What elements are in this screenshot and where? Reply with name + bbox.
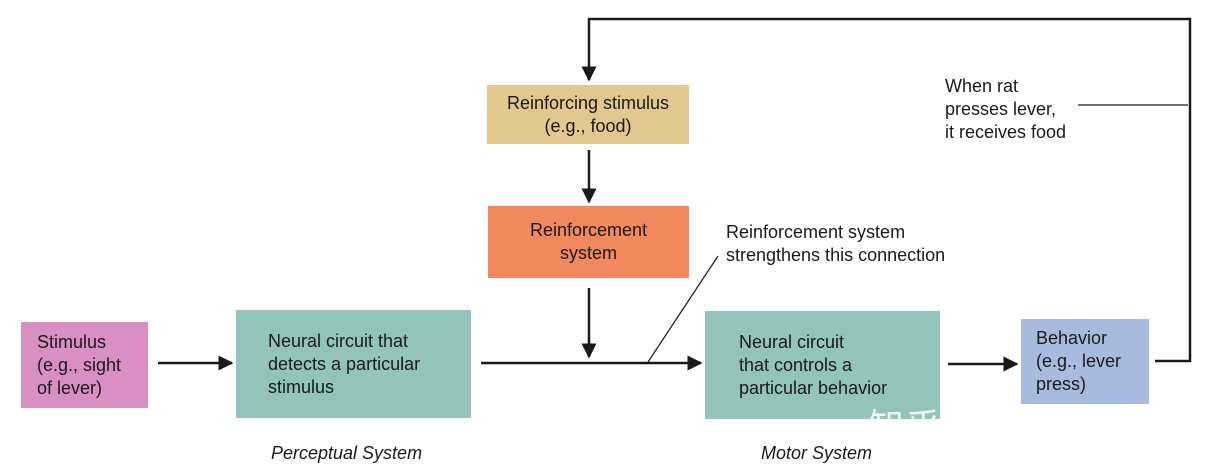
rat-note-line-2: presses lever, [945,99,1057,119]
perceptual-system-caption: Perceptual System [271,443,423,463]
perceptual-line-1: Neural circuit that [268,330,409,351]
reinforcement-system-box: Reinforcement system [488,206,689,278]
reinforcing-line-2: (e.g., food) [544,115,632,136]
stimulus-box: Stimulus (e.g., sight of lever) [21,322,148,408]
stimulus-line-3: of lever) [37,377,103,398]
rat-lever-note: When rat presses lever, it receives food [945,75,1066,144]
stimulus-line-2: (e.g., sight [37,354,122,375]
arrow-feedback-loop [581,17,1192,363]
rat-note-line-3: it receives food [945,122,1067,142]
behavior-line-2: (e.g., lever [1036,351,1122,371]
motor-line-2: that controls a [739,354,853,375]
motor-circuit-box: Neural circuit that controls a particula… [705,311,940,419]
motor-line-3: particular behavior [739,377,888,398]
stimulus-line-1: Stimulus [37,331,107,352]
watermark: 知乎 @psycho-cnq [868,406,1185,447]
reinforcing-line-1: Reinforcing stimulus [506,92,670,113]
leader-line-reinforcement-note [647,255,719,363]
rat-note-line-1: When rat [945,76,1019,96]
reinforcement-note-line-2: strengthens this connection [726,245,946,265]
reinforcement-note-line-1: Reinforcement system [726,222,906,242]
behavior-box: Behavior (e.g., lever press) [1021,319,1149,404]
perceptual-line-2: detects a particular [268,353,421,374]
behavior-line-3: press) [1036,374,1087,394]
reinforcement-line-1: Reinforcement [529,220,648,240]
behavior-line-1: Behavior [1036,328,1108,348]
reinforcing-stimulus-box: Reinforcing stimulus (e.g., food) [487,85,689,144]
reinforcement-line-2: system [559,243,617,263]
reinforcement-connection-note: Reinforcement system strengthens this co… [726,221,945,267]
perceptual-circuit-box: Neural circuit that detects a particular… [236,310,471,418]
perceptual-line-3: stimulus [268,376,335,397]
motor-system-caption: Motor System [761,443,873,463]
motor-line-1: Neural circuit [739,331,845,352]
